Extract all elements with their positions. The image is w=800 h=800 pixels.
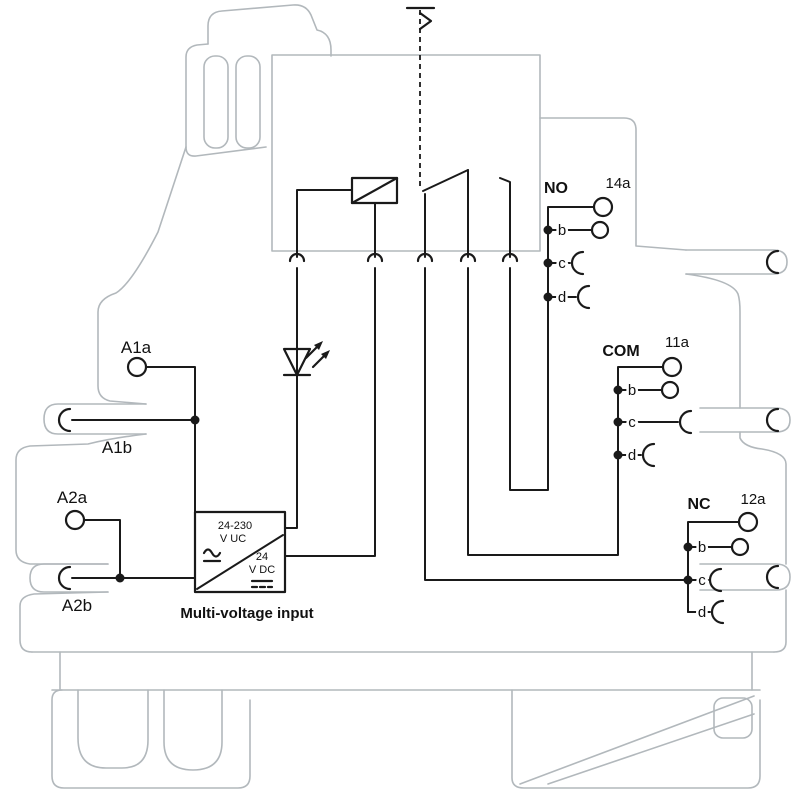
label-12c: c [698, 572, 706, 589]
plug-connectors [288, 252, 519, 263]
relay-compartment [271, 54, 541, 252]
slot-nc-cross-connect [699, 563, 791, 591]
label-11a: 11a [665, 334, 690, 351]
label-14b: b [558, 222, 566, 239]
socket-a2b [57, 565, 72, 591]
label-a2b: A2b [62, 596, 92, 615]
contact-blade [422, 169, 469, 192]
terminal-a1a [126, 356, 148, 378]
label-a2a: A2a [57, 488, 88, 507]
socket-nc-edge [765, 564, 780, 590]
socket-11c [678, 409, 693, 435]
housing-right-profile [539, 117, 791, 653]
label-com: COM [602, 343, 639, 360]
label-11b: b [628, 382, 636, 399]
input-a2 [57, 509, 196, 591]
plug-connector [366, 252, 384, 263]
power-range-value: 24-230 [218, 520, 252, 532]
socket-a1b [57, 407, 72, 433]
socket-no-edge [765, 249, 780, 275]
label-a1a: A1a [121, 338, 152, 357]
slot-com-cross-connect [699, 407, 791, 433]
module-housing [15, 4, 791, 789]
power-dc-unit: V DC [249, 564, 275, 576]
label-11c: c [628, 414, 636, 431]
socket-14d [576, 284, 591, 310]
no-wire [509, 267, 549, 491]
com-wire [467, 267, 619, 556]
socket-com-edge [765, 407, 780, 433]
socket-11d [641, 442, 656, 468]
contact-group-com [613, 356, 780, 468]
label-14a: 14a [605, 175, 631, 192]
plug-connector [501, 252, 519, 263]
label-12d: d [698, 604, 706, 621]
plug-connector [416, 252, 434, 263]
din-rail-foot [31, 651, 775, 789]
label-14c: c [558, 255, 566, 272]
base-wiring [284, 267, 689, 581]
plug-connector [459, 252, 477, 263]
contact-no-fixed [499, 177, 511, 258]
label-14d: d [558, 289, 566, 306]
label-12a: 12a [740, 491, 766, 508]
relay-coil [296, 176, 399, 258]
ac-symbol-icon [202, 548, 222, 558]
labels: A1a A1b A2a A2b NO 14a b c d COM 11a b c… [57, 173, 769, 624]
power-converter-box [193, 510, 287, 594]
junction-dot [115, 573, 125, 583]
led-indicator-icon [282, 341, 330, 377]
input-a1 [57, 356, 200, 513]
slot-a2b-cross-connect [29, 563, 109, 593]
terminal-11a [661, 356, 683, 378]
label-nc: NC [687, 496, 711, 513]
socket-12c [708, 567, 723, 593]
label-12b: b [698, 539, 706, 556]
label-no: NO [544, 180, 568, 197]
label-11d: d [628, 447, 636, 464]
terminal-a2a [64, 509, 86, 531]
label-a1b: A1b [102, 438, 132, 457]
contact-group-nc [683, 511, 780, 625]
power-converter-caption: Multi-voltage input [180, 605, 313, 622]
socket-14c [570, 250, 585, 276]
terminal-11b [660, 380, 680, 400]
changeover-contact [422, 169, 511, 258]
led-branch-wire [284, 267, 298, 529]
circuit [57, 6, 780, 625]
coil-branch-wire [284, 267, 376, 557]
manual-actuator-icon [405, 6, 436, 31]
housing-left-profile [15, 146, 187, 653]
terminal-12b [730, 537, 750, 557]
terminal-12a [737, 511, 759, 533]
socket-12d [710, 599, 725, 625]
release-clamp [185, 4, 332, 157]
power-dc-value: 24 [256, 551, 268, 563]
contact-group-no [543, 196, 780, 310]
plug-connector [288, 252, 306, 263]
nc-wire [424, 267, 689, 581]
terminal-14a [592, 196, 614, 218]
slot-a1b-cross-connect [43, 403, 147, 435]
terminal-14b [590, 220, 610, 240]
power-range-unit: V UC [220, 533, 246, 545]
junction-dot [190, 415, 200, 425]
